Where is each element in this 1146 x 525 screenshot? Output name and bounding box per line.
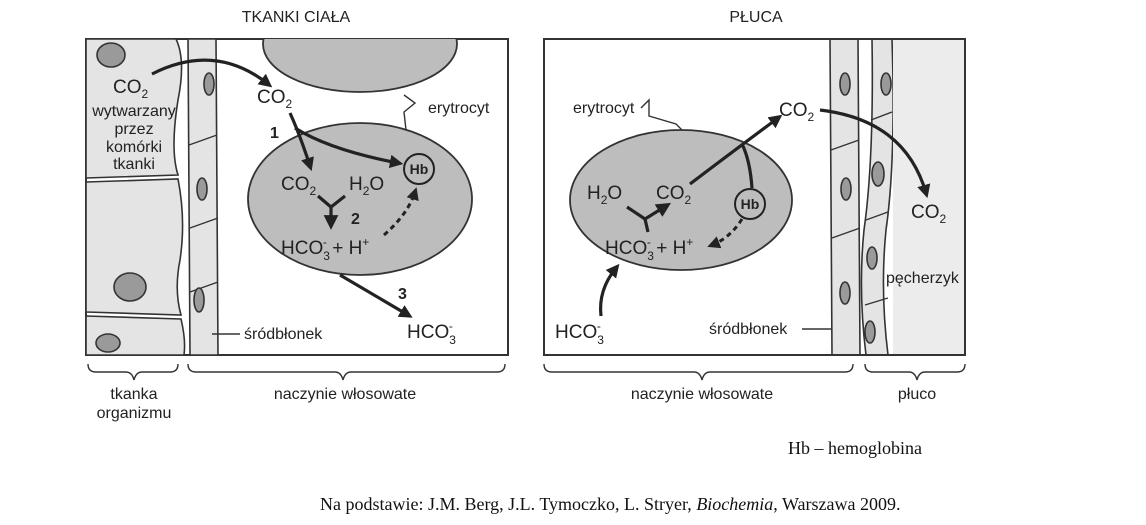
brace-lung	[864, 363, 966, 381]
alveolar-nucleus	[866, 246, 878, 270]
arrow-co2-into-cell	[288, 112, 314, 172]
cell-borders	[830, 139, 861, 239]
alveolar-nucleus	[871, 161, 885, 187]
erythrocyte-right	[569, 129, 793, 271]
brace-tissue	[87, 363, 179, 381]
arrow-step-3-hco3-out	[339, 273, 413, 318]
left-panel: CO2 wytwarzany przez komórki tkanki CO2 …	[85, 38, 509, 356]
co2-alveolus-label: CO2	[911, 202, 947, 226]
right-panel: erytrocyt CO2 CO2 H2O CO2 Hb HCO3- + H+ …	[543, 38, 966, 356]
erytrocyt-callout-bracket-right	[640, 98, 683, 131]
endothelial-nucleus	[839, 281, 851, 305]
cell-nucleus	[96, 42, 126, 68]
endothelial-nucleus	[840, 177, 852, 201]
endothelium-label-right: śródbłonek	[709, 321, 788, 338]
step-3-label: 3	[398, 286, 407, 303]
endothelium-strip-right	[829, 39, 861, 355]
arrow-hb-to-h	[707, 218, 744, 249]
svg-text:Hb: Hb	[741, 196, 760, 212]
left-panel-title: TKANKI CIAŁA	[242, 9, 351, 26]
svg-text:tkanki: tkanki	[113, 156, 155, 173]
label-lung: płuco	[898, 386, 936, 403]
label-tissue-line2: organizmu	[97, 405, 172, 422]
hemoglobin-marker: Hb	[403, 153, 435, 185]
co2-top-label: CO2	[257, 87, 293, 111]
hco3-h-label: HCO3- + H+	[281, 235, 369, 263]
alveolus-label: pęcherzyk	[886, 270, 960, 287]
arrow-hco3-into-cell	[598, 263, 620, 317]
endothelium-label-left: śródbłonek	[244, 326, 323, 343]
cell-nucleus	[95, 333, 121, 353]
alveolar-nucleus	[880, 72, 892, 96]
cell-borders	[864, 111, 893, 306]
hemoglobin-marker-right: Hb	[734, 188, 766, 220]
step-2-label: 2	[351, 211, 360, 228]
erythrocyte-top	[262, 39, 458, 93]
erytrocyt-label-right: erytrocyt	[573, 100, 635, 117]
cell-borders	[188, 134, 219, 293]
svg-text:wytwarzany: wytwarzany	[91, 103, 176, 120]
endothelial-nucleus	[196, 177, 208, 201]
arrow-co2-out-of-cell	[689, 114, 783, 186]
arrow-co2-into-vessel	[151, 58, 273, 88]
co2-out-label: CO2	[779, 100, 815, 124]
brace-capillary-left	[187, 363, 506, 381]
label-capillary-right: naczynie włosowate	[631, 386, 773, 403]
label-capillary-left: naczynie włosowate	[274, 386, 416, 403]
alveolar-cell	[860, 39, 894, 355]
svg-text:Hb: Hb	[410, 161, 429, 177]
alveolar-nucleus	[864, 320, 876, 344]
co2-source: CO2	[113, 77, 149, 101]
hb-legend: Hb – hemoglobina	[788, 438, 922, 458]
hco3-out-label: HCO3-	[407, 319, 456, 347]
source-citation: Na podstawie: J.M. Berg, J.L. Tymoczko, …	[320, 494, 900, 514]
label-tissue-line1: tkanka	[110, 386, 157, 403]
endothelial-nucleus	[203, 72, 215, 96]
co2-inner-label: CO2	[281, 174, 317, 198]
endothelial-nucleus	[839, 72, 851, 96]
svg-text:przez: przez	[114, 121, 153, 138]
alveolus-space	[893, 39, 965, 355]
arrow-co2-to-alveolus	[819, 108, 931, 199]
arrow-reverse-reaction	[626, 206, 666, 233]
endothelium-strip	[187, 39, 219, 355]
arrow-step-1-to-hb	[294, 126, 404, 169]
arrow-h-to-hb	[383, 187, 419, 237]
right-panel-title: PŁUCA	[729, 9, 783, 26]
svg-text:CO2: CO2	[113, 77, 149, 101]
tissue-cells	[86, 39, 186, 355]
arrow-hb-release	[740, 143, 754, 189]
hco3-h-label-right: HCO3- + H+	[605, 235, 693, 263]
hco3-in-label: HCO3-	[555, 319, 604, 347]
svg-text:komórki: komórki	[106, 139, 162, 156]
tissue-cell	[86, 39, 183, 179]
step-1-label: 1	[270, 125, 279, 142]
h2o-label: H2O	[349, 174, 384, 198]
endothelial-nucleus	[193, 287, 205, 313]
brace-capillary-right	[543, 363, 854, 381]
arrow-step-2-reaction	[316, 194, 346, 224]
erytrocyt-callout-bracket	[403, 94, 417, 131]
h2o-label-right: H2O	[587, 183, 622, 207]
source-description: wytwarzany przez komórki tkanki	[91, 103, 176, 173]
tissue-cell	[86, 178, 184, 316]
alveolus-wall	[860, 39, 894, 355]
erytrocyt-label-left: erytrocyt	[428, 100, 490, 117]
cell-nucleus	[113, 272, 147, 302]
